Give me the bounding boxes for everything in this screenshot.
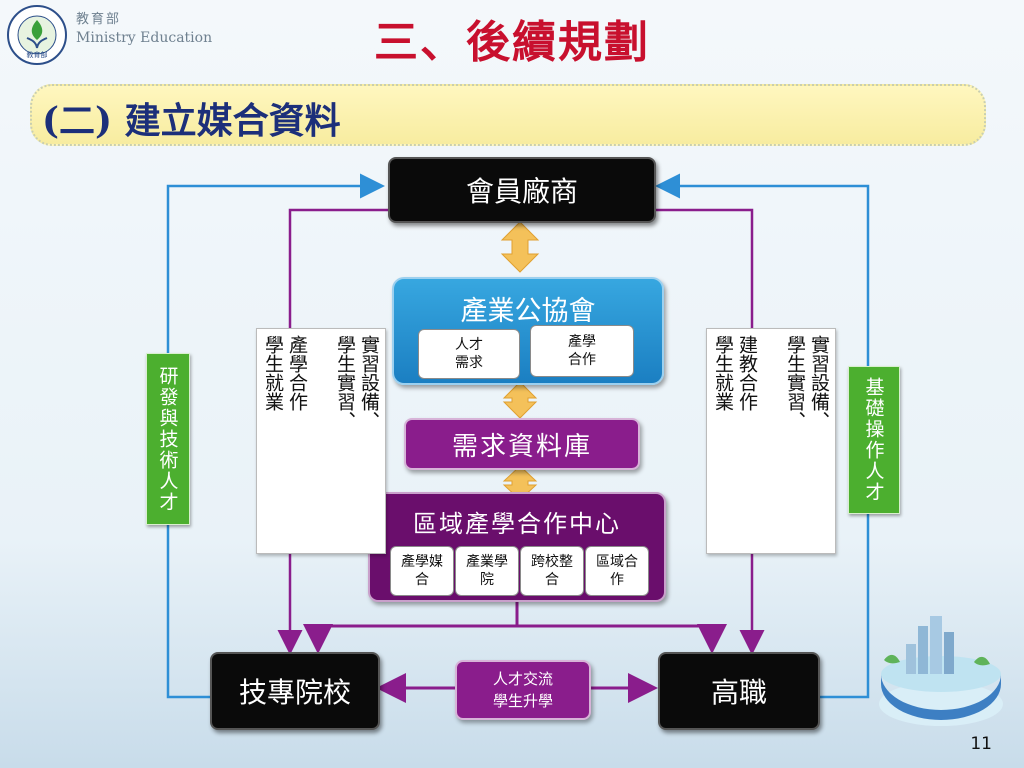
logo-center-text: 教育部 — [27, 50, 48, 59]
center-chip-matching: 產學媒 合 — [390, 546, 454, 596]
left-cooperation-text: 實習設備、 學生實習、 產學合作 學生就業 — [256, 328, 386, 554]
center-chip-regional: 區域合 作 — [585, 546, 649, 596]
purple-line-center-left — [303, 624, 517, 654]
right-cooperation-text: 實習設備、 學生實習、 建教合作 學生就業 — [706, 328, 836, 554]
regional-center-title: 區域產學合作中心 — [413, 510, 621, 538]
ministry-en: Ministry Education — [76, 30, 213, 46]
center-chip-industry-college: 產業學 院 — [455, 546, 519, 596]
demand-database-node: 需求資料庫 — [404, 418, 640, 470]
center-chip-cross-school: 跨校整 合 — [520, 546, 584, 596]
page-number: 11 — [970, 734, 992, 754]
association-chip-talent: 人才 需求 — [418, 329, 520, 379]
industry-association-node: 產業公協會 人才 需求 產學 合作 — [392, 277, 664, 385]
vocational-school-node: 高職 — [658, 652, 820, 730]
page-title: 三、後續規劃 — [374, 17, 650, 68]
rd-talent-label: 研發與技術人才 — [146, 353, 190, 525]
ministry-logo-icon: 教育部 — [7, 5, 67, 65]
purple-line-center-right — [517, 624, 727, 654]
tech-college-node: 技專院校 — [210, 652, 380, 730]
association-chip-cooperation: 產學 合作 — [530, 325, 634, 377]
double-arrow-2 — [502, 381, 538, 419]
globe-city-icon — [879, 616, 1003, 726]
subtitle-bar — [30, 84, 986, 146]
subtitle: (二) 建立媒合資料 — [42, 100, 341, 142]
ministry-cn: 教育部 — [76, 12, 122, 27]
basic-operation-talent-label: 基礎操作人才 — [848, 366, 900, 514]
talent-exchange-node: 人才交流 學生升學 — [455, 660, 591, 720]
association-title: 產業公協會 — [460, 296, 596, 327]
regional-center-node: 區域產學合作中心 產學媒 合 產業學 院 跨校整 合 區域合 作 — [368, 492, 666, 602]
member-companies-node: 會員廠商 — [388, 157, 656, 223]
double-arrow-1 — [500, 221, 540, 273]
